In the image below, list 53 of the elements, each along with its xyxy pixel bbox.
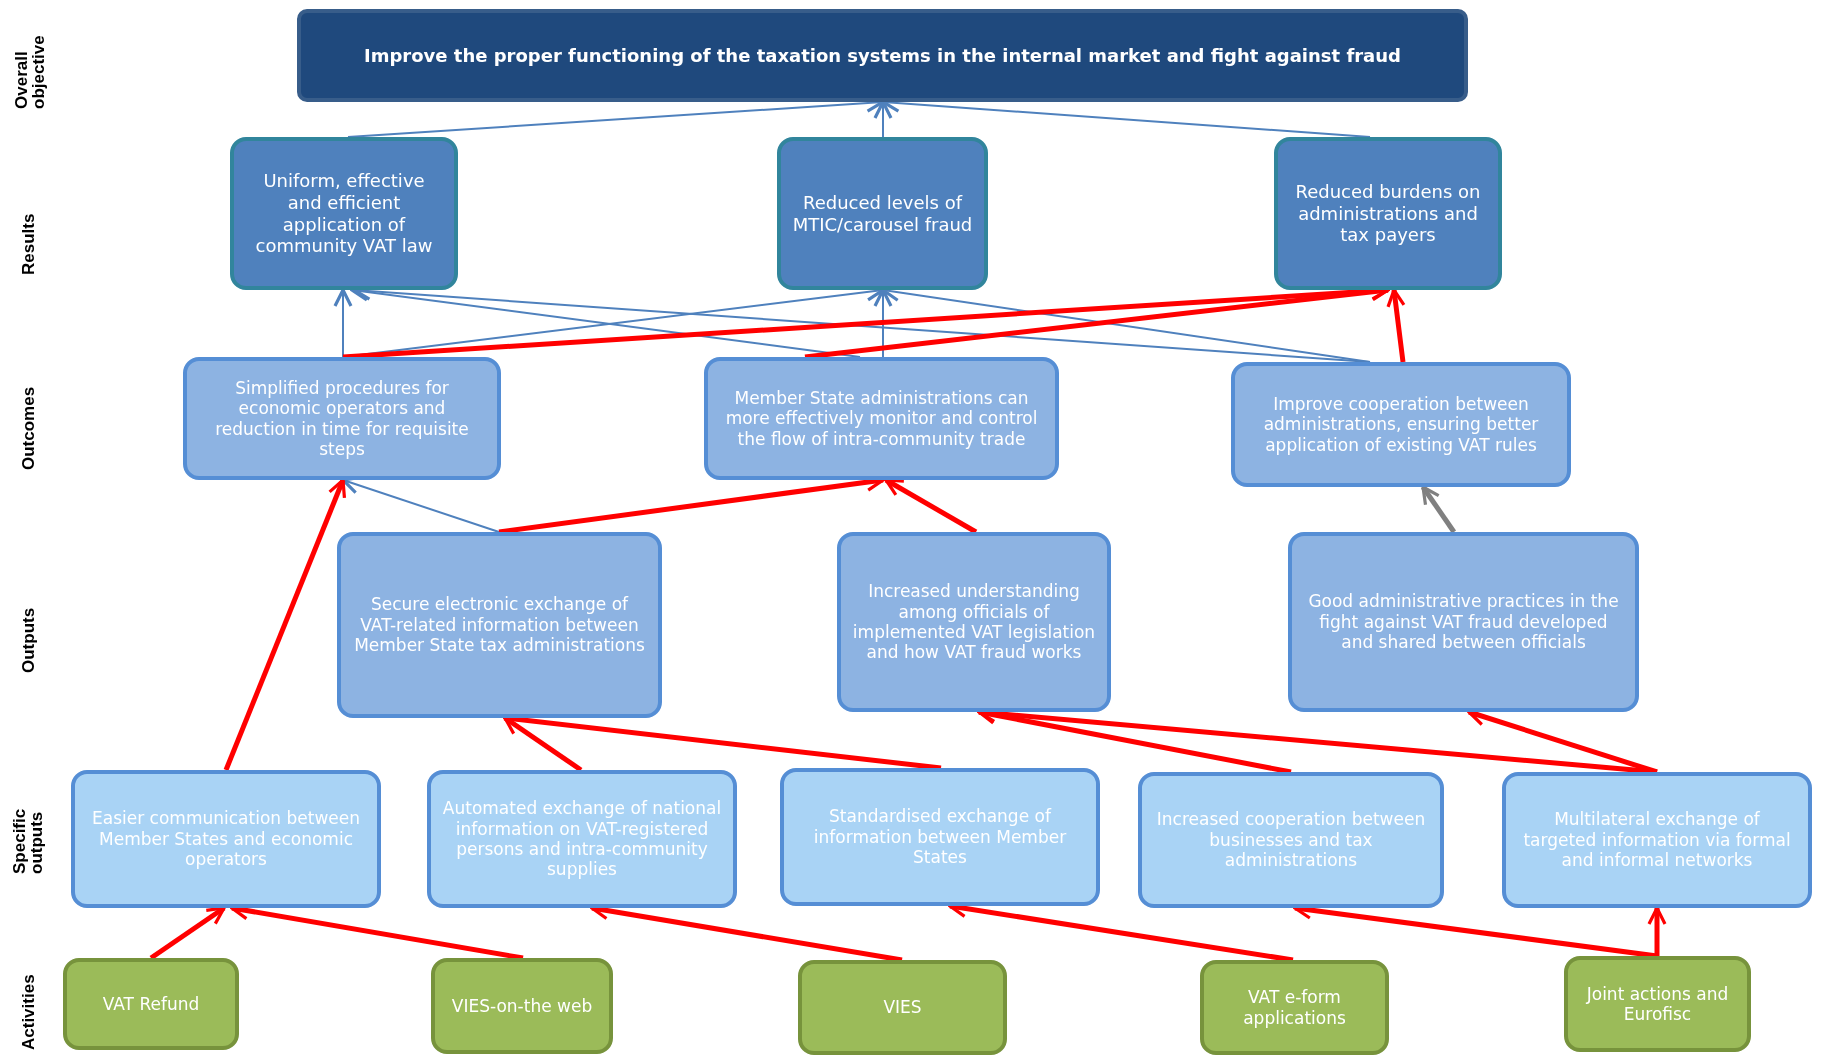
node-text: Uniform, effective and efficient application of community VAT law bbox=[254, 170, 434, 257]
node-text: Reduced burdens on administrations and tax payers bbox=[1294, 181, 1482, 246]
node-text: Easier communication between Member States and economic operators bbox=[91, 808, 361, 870]
result-box bbox=[777, 137, 988, 290]
arrow bbox=[1386, 288, 1406, 363]
level-label: Results bbox=[19, 212, 37, 275]
node-text: Standardised exchange of information between Member States bbox=[812, 806, 1068, 868]
activity-box bbox=[431, 958, 613, 1054]
node-text: Joint actions and Eurofisc bbox=[1585, 983, 1730, 1025]
arrow bbox=[149, 905, 226, 961]
node-text: VAT Refund bbox=[102, 993, 200, 1015]
node-text: Increased understanding among officials of implemented VAT legislation and how VAT fraud works bbox=[851, 581, 1097, 663]
outcome-box bbox=[183, 357, 501, 480]
arrow bbox=[223, 478, 347, 771]
node-text: Increased cooperation between businesses and tax administrations bbox=[1155, 809, 1427, 871]
output-box bbox=[1288, 532, 1639, 712]
output-box bbox=[837, 532, 1111, 712]
node-text: Member State administrations can more effectively monitor and control the flow of intra-community trade bbox=[724, 387, 1039, 450]
level-label: Activities bbox=[19, 973, 37, 1050]
node-text: VIES-on-the web bbox=[451, 995, 593, 1017]
outcome-box bbox=[704, 357, 1059, 480]
node-text: Good administrative practices in the fight against VAT fraud developed and shared between officials bbox=[1307, 591, 1620, 653]
activity-box bbox=[798, 960, 1007, 1055]
specific-output-box bbox=[1502, 772, 1812, 908]
node-text: Improve cooperation between administrations, ensuring better application of existing VAT rules bbox=[1262, 393, 1540, 456]
result-box bbox=[1274, 137, 1502, 290]
level-label: Specific outputs bbox=[11, 807, 45, 874]
level-label: Outputs bbox=[19, 606, 37, 673]
specific-output-box bbox=[427, 770, 737, 908]
arrow bbox=[1420, 485, 1457, 534]
node-text: Multilateral exchange of targeted information via formal and informal networks bbox=[1522, 809, 1792, 871]
specific-output-box bbox=[780, 768, 1100, 906]
activity-box bbox=[1200, 960, 1389, 1055]
output-box bbox=[337, 532, 662, 718]
result-box bbox=[230, 137, 458, 290]
node-text: Secure electronic exchange of VAT-related information between Member State tax administrations bbox=[353, 594, 646, 656]
node-text: Improve the proper functioning of the taxation systems in the internal market and fight against fraud bbox=[364, 44, 1401, 67]
node-text: Automated exchange of national information on VAT-registered persons and intra-community supplies bbox=[441, 798, 723, 880]
level-label: Overall objective bbox=[13, 34, 47, 109]
activity-box bbox=[63, 958, 239, 1050]
objective-box bbox=[297, 9, 1468, 102]
arrow bbox=[333, 288, 353, 358]
node-text: Reduced levels of MTIC/carousel fraud bbox=[791, 191, 974, 236]
specific-output-box bbox=[1138, 772, 1444, 908]
node-text: Simplified procedures for economic operators and reduction in time for requisite steps bbox=[214, 377, 470, 460]
node-text: VAT e-form applications bbox=[1242, 987, 1347, 1028]
arrow bbox=[884, 477, 978, 535]
outcome-box bbox=[1231, 362, 1571, 487]
activity-box bbox=[1564, 956, 1751, 1052]
specific-output-box bbox=[71, 770, 381, 908]
level-label: Outcomes bbox=[19, 385, 37, 470]
arrow bbox=[1647, 906, 1667, 956]
node-text: VIES bbox=[883, 997, 922, 1018]
